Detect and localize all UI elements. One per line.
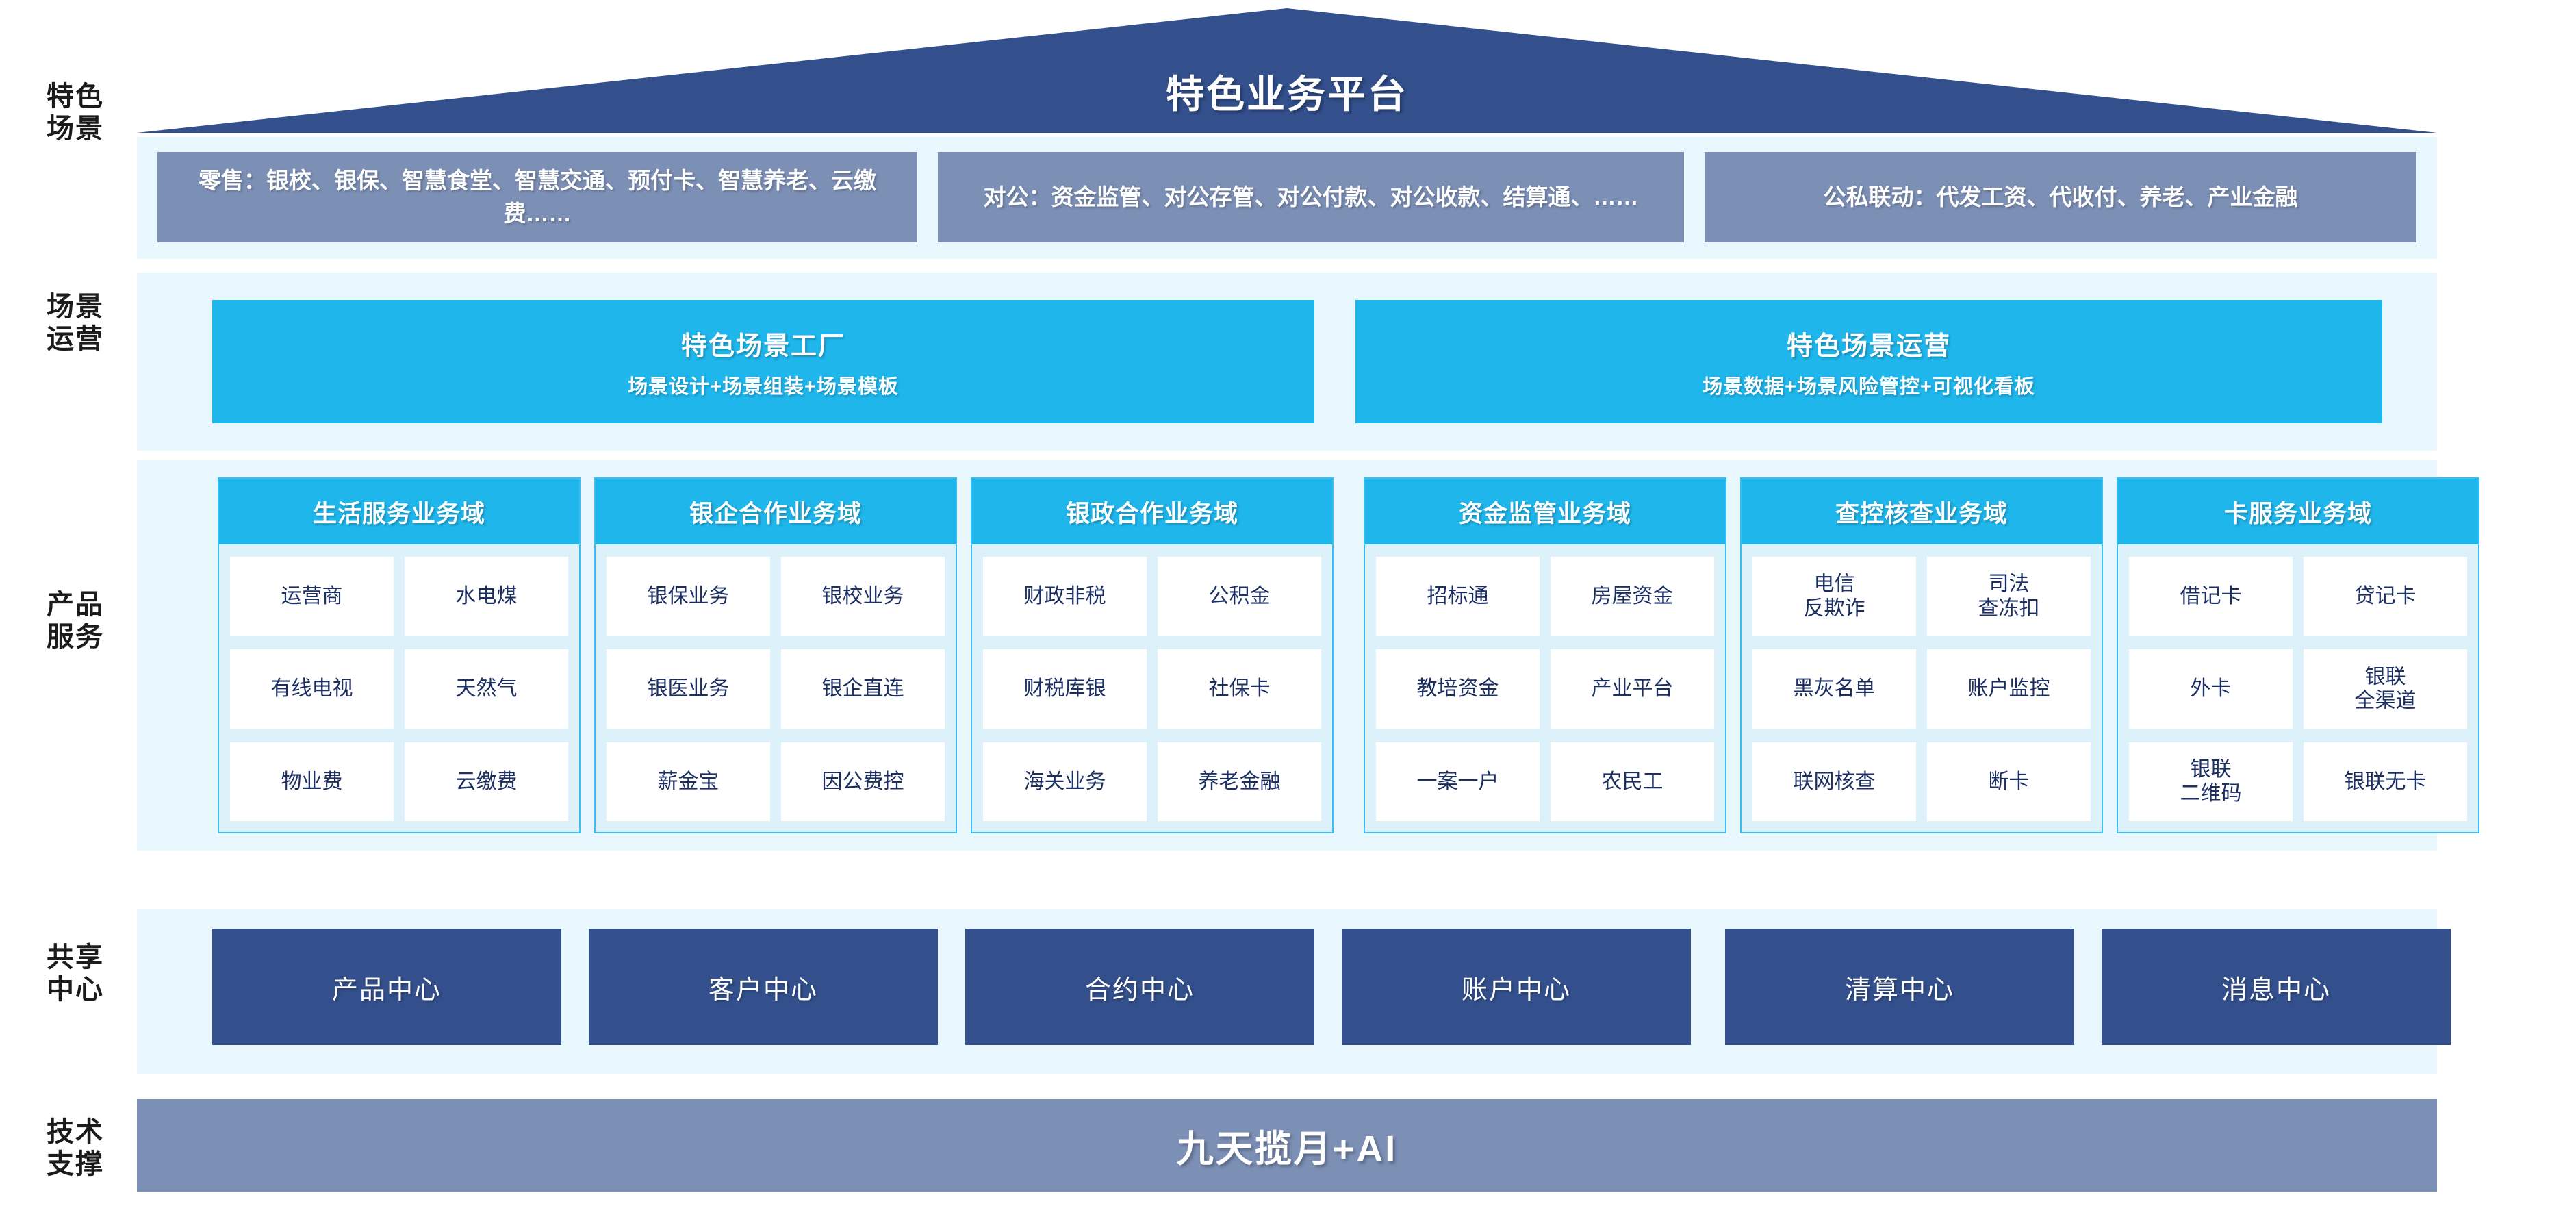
domain-cell[interactable]: 银保业务 bbox=[607, 557, 770, 636]
row-label-scenario: 特色 场景 bbox=[47, 81, 104, 144]
domain-header: 生活服务业务域 bbox=[219, 479, 579, 544]
domain-cell[interactable]: 产业平台 bbox=[1551, 649, 1714, 729]
domain-cell[interactable]: 银企直连 bbox=[781, 649, 945, 729]
domain-column-card-service: 卡服务业务域 借记卡 贷记卡 外卡 银联 全渠道 银联 二维码 银联无卡 bbox=[2117, 477, 2479, 833]
domain-cell[interactable]: 招标通 bbox=[1376, 557, 1540, 636]
domain-cell[interactable]: 贷记卡 bbox=[2304, 557, 2467, 636]
shared-center-contract[interactable]: 合约中心 bbox=[965, 929, 1314, 1045]
row-label-product: 产品 服务 bbox=[47, 590, 104, 653]
domain-column-fund-supervision: 资金监管业务域 招标通 房屋资金 教培资金 产业平台 一案一户 农民工 bbox=[1364, 477, 1726, 833]
operation-title: 特色场景运营 bbox=[1786, 331, 1951, 361]
domain-header: 银政合作业务域 bbox=[972, 479, 1332, 544]
domain-cell[interactable]: 外卡 bbox=[2129, 649, 2293, 729]
domain-cell[interactable]: 因公费控 bbox=[781, 742, 945, 821]
domain-cell-grid: 借记卡 贷记卡 外卡 银联 全渠道 银联 二维码 银联无卡 bbox=[2118, 544, 2478, 832]
operation-panel: 特色场景工厂 场景设计+场景组装+场景模板 特色场景运营 场景数据+场景风险管控… bbox=[137, 273, 2437, 451]
platform-title: 特色业务平台 bbox=[1166, 73, 1408, 116]
domain-cell[interactable]: 电信 反欺诈 bbox=[1752, 557, 1916, 636]
domain-cell[interactable]: 断卡 bbox=[1927, 742, 2091, 821]
row-label-shared-center: 共享 中心 bbox=[47, 942, 104, 1005]
row-label-tech-support: 技术 支撑 bbox=[47, 1117, 104, 1180]
domain-cell[interactable]: 水电煤 bbox=[405, 557, 568, 636]
domain-cell[interactable]: 银校业务 bbox=[781, 557, 945, 636]
domain-cell[interactable]: 养老金融 bbox=[1158, 742, 1321, 821]
domain-cell-grid: 运营商 水电煤 有线电视 天然气 物业费 云缴费 bbox=[219, 544, 579, 832]
operation-subtitle: 场景数据+场景风险管控+可视化看板 bbox=[1703, 375, 2035, 398]
domain-cell[interactable]: 物业费 bbox=[230, 742, 394, 821]
operation-subtitle: 场景设计+场景组装+场景模板 bbox=[628, 375, 899, 398]
domain-cell-grid: 银保业务 银校业务 银医业务 银企直连 薪金宝 因公费控 bbox=[596, 544, 956, 832]
domain-cell[interactable]: 社保卡 bbox=[1158, 649, 1321, 729]
domain-column-investigation-control: 查控核查业务域 电信 反欺诈 司法 查冻扣 黑灰名单 账户监控 联网核查 断卡 bbox=[1740, 477, 2103, 833]
domain-cell[interactable]: 天然气 bbox=[405, 649, 568, 729]
domain-cell[interactable]: 海关业务 bbox=[983, 742, 1147, 821]
domain-cell[interactable]: 薪金宝 bbox=[607, 742, 770, 821]
domain-cell-grid: 电信 反欺诈 司法 查冻扣 黑灰名单 账户监控 联网核查 断卡 bbox=[1742, 544, 2102, 832]
domain-cell[interactable]: 教培资金 bbox=[1376, 649, 1540, 729]
domain-header: 卡服务业务域 bbox=[2118, 479, 2478, 544]
domain-header: 资金监管业务域 bbox=[1365, 479, 1725, 544]
shared-center-message[interactable]: 消息中心 bbox=[2102, 929, 2451, 1045]
domain-header: 查控核查业务域 bbox=[1742, 479, 2102, 544]
domain-cell[interactable]: 账户监控 bbox=[1927, 649, 2091, 729]
domain-cell-grid: 财政非税 公积金 财税库银 社保卡 海关业务 养老金融 bbox=[972, 544, 1332, 832]
row-label-operation: 场景 运营 bbox=[47, 292, 104, 355]
domain-cell[interactable]: 房屋资金 bbox=[1551, 557, 1714, 636]
domain-cell[interactable]: 云缴费 bbox=[405, 742, 568, 821]
domain-cell[interactable]: 银联 全渠道 bbox=[2304, 649, 2467, 729]
domain-cell[interactable]: 有线电视 bbox=[230, 649, 394, 729]
operation-title: 特色场景工厂 bbox=[680, 331, 845, 361]
scenario-panel: 零售：银校、银保、智慧食堂、智慧交通、预付卡、智慧养老、云缴费…… 对公：资金监… bbox=[137, 137, 2437, 259]
scenario-box-corporate: 对公：资金监管、对公存管、对公付款、对公收款、结算通、…… bbox=[938, 152, 1684, 242]
domain-cell[interactable]: 联网核查 bbox=[1752, 742, 1916, 821]
scenario-box-public-private: 公私联动：代发工资、代收付、养老、产业金融 bbox=[1705, 152, 2416, 242]
domain-cell[interactable]: 银医业务 bbox=[607, 649, 770, 729]
domain-cell[interactable]: 借记卡 bbox=[2129, 557, 2293, 636]
domain-cell[interactable]: 财税库银 bbox=[983, 649, 1147, 729]
scenario-box-retail: 零售：银校、银保、智慧食堂、智慧交通、预付卡、智慧养老、云缴费…… bbox=[157, 152, 917, 242]
domain-cell-grid: 招标通 房屋资金 教培资金 产业平台 一案一户 农民工 bbox=[1365, 544, 1725, 832]
domain-cell[interactable]: 运营商 bbox=[230, 557, 394, 636]
domain-cell[interactable]: 黑灰名单 bbox=[1752, 649, 1916, 729]
domain-cell[interactable]: 农民工 bbox=[1551, 742, 1714, 821]
platform-roof: 特色业务平台 bbox=[137, 8, 2437, 133]
domain-cell[interactable]: 司法 查冻扣 bbox=[1927, 557, 2091, 636]
operation-box-scene-factory: 特色场景工厂 场景设计+场景组装+场景模板 bbox=[212, 300, 1314, 423]
shared-center-customer[interactable]: 客户中心 bbox=[589, 929, 938, 1045]
shared-center-panel: 产品中心 客户中心 合约中心 账户中心 清算中心 消息中心 bbox=[137, 909, 2451, 1074]
shared-center-clearing[interactable]: 清算中心 bbox=[1725, 929, 2074, 1045]
domain-cell[interactable]: 一案一户 bbox=[1376, 742, 1540, 821]
shared-center-product[interactable]: 产品中心 bbox=[212, 929, 561, 1045]
domain-column-life-service: 生活服务业务域 运营商 水电煤 有线电视 天然气 物业费 云缴费 bbox=[218, 477, 581, 833]
shared-center-account[interactable]: 账户中心 bbox=[1342, 929, 1691, 1045]
operation-box-scene-operation: 特色场景运营 场景数据+场景风险管控+可视化看板 bbox=[1355, 300, 2382, 423]
domain-cell[interactable]: 财政非税 bbox=[983, 557, 1147, 636]
domain-column-bank-government: 银政合作业务域 财政非税 公积金 财税库银 社保卡 海关业务 养老金融 bbox=[971, 477, 1334, 833]
tech-support-bar: 九天揽月+AI bbox=[137, 1099, 2437, 1192]
domain-header: 银企合作业务域 bbox=[596, 479, 956, 544]
domain-column-bank-enterprise: 银企合作业务域 银保业务 银校业务 银医业务 银企直连 薪金宝 因公费控 bbox=[594, 477, 957, 833]
domain-cell[interactable]: 银联无卡 bbox=[2304, 742, 2467, 821]
domain-cell[interactable]: 公积金 bbox=[1158, 557, 1321, 636]
domain-cell[interactable]: 银联 二维码 bbox=[2129, 742, 2293, 821]
